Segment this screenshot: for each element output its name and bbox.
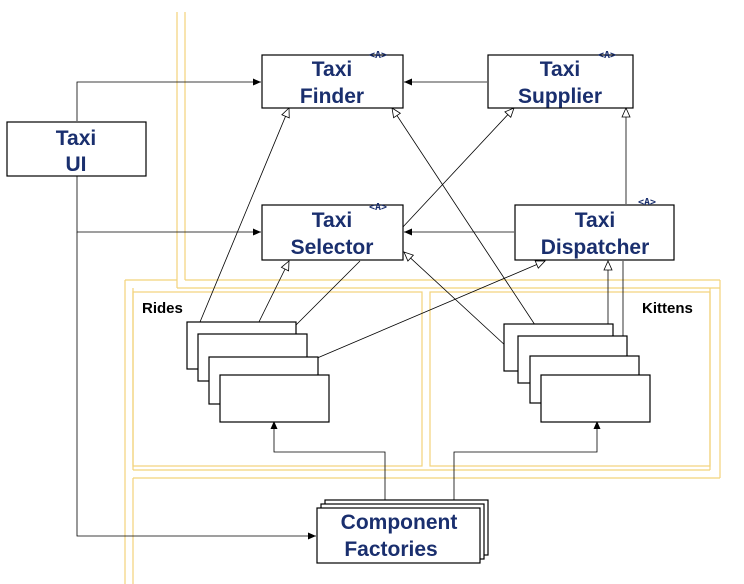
- factories-to-rides-arrow: [270, 421, 386, 501]
- rides-region-label: Rides: [142, 300, 183, 317]
- component-factories-line2: Factories: [344, 538, 437, 561]
- component-factories-line1: Component: [341, 511, 458, 534]
- rides-components: [186, 321, 330, 423]
- ui-to-finder-arrow: [76, 78, 261, 121]
- taxi-supplier-line2: Supplier: [518, 85, 602, 108]
- kittens-realizes-selector: [403, 251, 508, 348]
- taxi-finder-line1: Taxi: [312, 58, 352, 81]
- taxi-finder-abstract-marker: <A>: [369, 50, 387, 61]
- ui-to-selector-arrow: [76, 176, 261, 236]
- taxi-finder-line2: Finder: [300, 85, 364, 108]
- selector-realizes-supplier: [401, 107, 515, 229]
- taxi-supplier-box: <A> Taxi Supplier: [487, 50, 634, 109]
- rides-region: [132, 291, 423, 467]
- taxi-ui-box: Taxi UI: [6, 121, 147, 177]
- taxi-finder-box: <A> Taxi Finder: [261, 50, 404, 109]
- taxi-dispatcher-line1: Taxi: [575, 209, 615, 232]
- taxi-ui-line2: UI: [66, 153, 87, 176]
- kittens-realizes-finder: [391, 107, 542, 335]
- taxi-ui-line1: Taxi: [56, 127, 96, 150]
- factories-to-kittens-arrow: [453, 421, 601, 501]
- taxi-selector-box: <A> Taxi Selector: [261, 202, 404, 261]
- rides-realizes-dispatcher: [274, 260, 546, 377]
- taxi-supplier-abstract-marker: <A>: [598, 50, 616, 61]
- taxi-selector-abstract-marker: <A>: [369, 202, 387, 213]
- kittens-region: [429, 291, 711, 467]
- rides-realizes-finder: [199, 107, 290, 323]
- layer-guides: [124, 12, 721, 584]
- taxi-selector-line2: Selector: [291, 236, 374, 259]
- taxi-dispatcher-box: <A> Taxi Dispatcher: [514, 197, 675, 261]
- kittens-region-label: Kittens: [642, 300, 693, 317]
- taxi-dispatcher-line2: Dispatcher: [541, 236, 650, 259]
- kittens-components: [503, 323, 651, 423]
- component-factories-box: Component Factories: [316, 499, 489, 564]
- taxi-dispatcher-abstract-marker: <A>: [638, 197, 656, 208]
- ui-to-factories-arrow: [76, 232, 316, 540]
- taxi-supplier-line1: Taxi: [540, 58, 580, 81]
- taxi-selector-line1: Taxi: [312, 209, 352, 232]
